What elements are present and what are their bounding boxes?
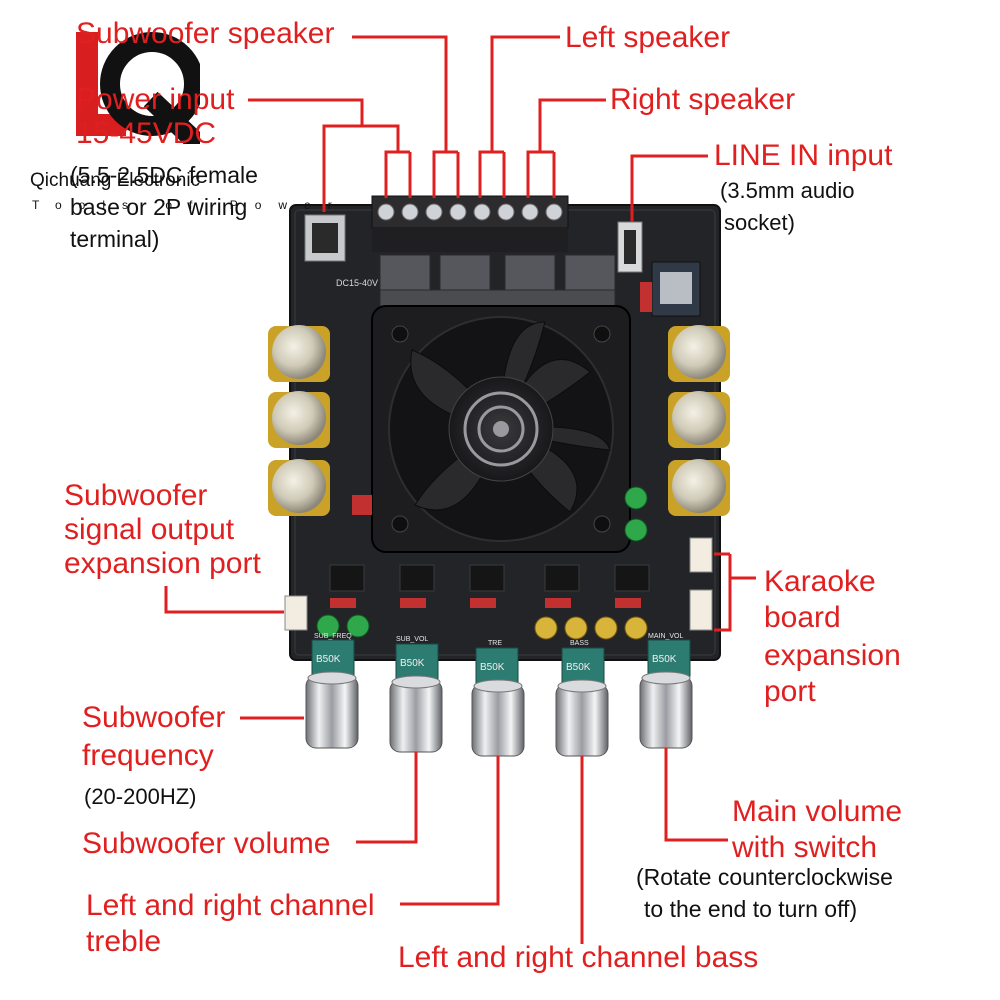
bluetooth-module (651, 261, 701, 317)
leader-main-volume (664, 748, 728, 842)
label-treble-2: treble (86, 925, 162, 958)
line-in-socket (617, 221, 643, 273)
leader-power-input-d (322, 124, 362, 212)
pot-marking: B50K (316, 654, 341, 665)
brand-tagline: Tools of Power (32, 198, 349, 212)
sub-frequency-note: (20-200HZ) (84, 784, 197, 809)
pot-marking: B50K (480, 662, 505, 673)
leader-lines (164, 35, 756, 944)
label-left-speaker: Left speaker (565, 21, 731, 54)
leader-karaoke (714, 576, 756, 632)
line-in-note-1: (3.5mm audio (720, 178, 855, 203)
knob-silk-label: MAIN_VOL (648, 633, 684, 640)
label-power-input: Power input (76, 83, 235, 116)
knob-subwoofer-volume[interactable] (389, 675, 443, 753)
label-subwoofer-speaker: Subwoofer speaker (76, 17, 335, 50)
label-power-voltage: 15-45VDC (76, 117, 217, 150)
power-marking: DC15-40V (336, 278, 378, 288)
label-karaoke-1: Karaoke (764, 565, 876, 598)
leader-left-speaker (478, 35, 560, 198)
leader-sub-signal-out (164, 586, 284, 614)
gold-capacitors (534, 616, 648, 640)
dc-power-jack: DC15-40V (304, 214, 378, 288)
power-input-note-3: terminal) (70, 226, 160, 252)
label-sub-signal-out-3: expansion port (64, 547, 261, 580)
label-sub-signal-out-2: signal output (64, 513, 235, 546)
capacitors-right (668, 325, 730, 516)
knob-silk-label: SUB_VOL (396, 636, 428, 643)
label-karaoke-4: port (764, 675, 816, 708)
speaker-terminal-block (371, 195, 569, 252)
label-treble-1: Left and right channel (86, 889, 375, 922)
knob-main-volume[interactable] (639, 671, 693, 749)
label-sub-volume: Subwoofer volume (82, 827, 331, 860)
karaoke-expansion-port (689, 537, 713, 631)
line-in-note-2: socket) (724, 210, 795, 235)
label-sub-signal-out-1: Subwoofer (64, 479, 208, 512)
knob-silk-labels: SUB_FREQ SUB_VOL TRE BASS MAIN_VOL (314, 633, 684, 647)
label-sub-frequency-1: Subwoofer (82, 701, 226, 734)
label-karaoke-3: expansion (764, 639, 901, 672)
pot-marking-labels: B50K B50K B50K B50K B50K (316, 654, 677, 673)
label-main-volume-1: Main volume (732, 795, 903, 828)
green-capacitors-right (624, 486, 648, 542)
leader-right-speaker (526, 98, 606, 198)
leader-sub-volume (356, 752, 418, 844)
subwoofer-expansion-port (284, 595, 308, 631)
red-components (330, 282, 652, 608)
main-volume-note-2: to the end to turn off) (644, 896, 858, 922)
knob-subwoofer-frequency[interactable] (305, 671, 359, 749)
label-main-volume-2: with switch (732, 831, 878, 864)
brand-name: Qichuang Electronic (30, 170, 201, 191)
pot-marking: B50K (400, 658, 425, 669)
leader-treble (400, 756, 500, 906)
label-line-in: LINE IN input (714, 139, 893, 172)
potentiometer-bodies (311, 639, 691, 685)
knob-silk-label: TRE (488, 640, 502, 647)
power-input-note-2: base or 2P wiring (70, 194, 248, 220)
main-volume-note-1: (Rotate counterclockwise (636, 864, 893, 890)
pot-marking: B50K (566, 662, 591, 673)
brand-logo-icon (76, 32, 200, 144)
capacitors-left (268, 325, 330, 516)
knob-treble[interactable] (471, 679, 525, 757)
knob-silk-label: SUB_FREQ (314, 633, 352, 640)
label-bass: Left and right channel bass (398, 941, 759, 974)
label-right-speaker: Right speaker (610, 83, 796, 116)
leader-power-input (248, 98, 400, 198)
knob-bass[interactable] (555, 679, 609, 757)
label-karaoke-2: board (764, 601, 841, 634)
leader-line-in (630, 154, 708, 222)
green-capacitors-left (316, 614, 370, 638)
cooling-fan (371, 305, 631, 553)
ic-chips (329, 564, 650, 592)
knob-silk-label: BASS (570, 640, 589, 647)
leader-subwoofer-speaker (352, 35, 448, 198)
pot-marking: B50K (652, 654, 677, 665)
power-input-note-1: (5.5-2.5DC female (70, 162, 258, 188)
label-sub-frequency-2: frequency (82, 739, 214, 772)
